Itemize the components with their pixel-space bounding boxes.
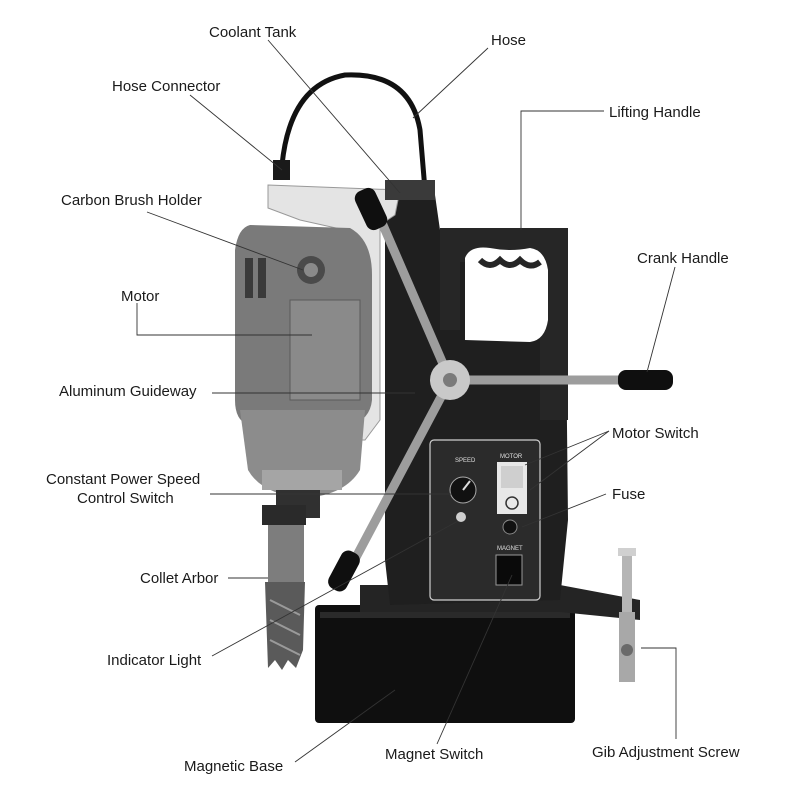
collet-arbor — [262, 490, 320, 585]
motor — [235, 225, 372, 425]
labels: Coolant Tank Hose Hose Connector Lifting… — [46, 24, 740, 775]
label-hose-connector: Hose Connector — [112, 78, 220, 95]
label-constant-power-speed-line1: Constant Power Speed — [46, 471, 200, 488]
label-coolant-tank: Coolant Tank — [209, 24, 297, 41]
control-panel: SPEED MOTOR MAGNET — [429, 439, 541, 601]
label-fuse: Fuse — [612, 486, 645, 503]
fuse — [502, 519, 518, 535]
label-motor: Motor — [121, 288, 159, 305]
crank-handle — [328, 187, 673, 592]
label-indicator-light: Indicator Light — [107, 652, 202, 669]
label-carbon-brush-holder: Carbon Brush Holder — [61, 192, 202, 209]
leader-lines — [136, 39, 677, 763]
label-aluminum-guideway: Aluminum Guideway — [59, 383, 197, 400]
hose — [279, 72, 428, 191]
magnetic-base — [315, 605, 575, 723]
label-hose: Hose — [491, 32, 526, 49]
coolant-tank — [385, 180, 435, 200]
magnetic-drill-illustration: SPEED MOTOR MAGNET — [235, 72, 673, 723]
label-magnet-switch: Magnet Switch — [385, 746, 483, 763]
label-motor-switch: Motor Switch — [612, 425, 699, 442]
label-collet-arbor: Collet Arbor — [140, 570, 218, 587]
panel-motor-label: MOTOR — [500, 454, 523, 460]
lifting-handle — [440, 228, 568, 420]
label-magnetic-base: Magnetic Base — [184, 758, 283, 775]
panel-magnet-label: MAGNET — [497, 546, 523, 552]
label-constant-power-speed-line2: Control Switch — [77, 490, 174, 507]
magnet-switch[interactable] — [495, 554, 523, 586]
indicator-light — [456, 512, 466, 522]
gib-adjustment-screw — [618, 548, 636, 682]
annular-cutter — [265, 582, 305, 670]
label-gib-adjustment-screw: Gib Adjustment Screw — [592, 744, 740, 761]
label-lifting-handle: Lifting Handle — [609, 104, 701, 121]
panel-speed-label: SPEED — [455, 458, 476, 464]
label-crank-handle: Crank Handle — [637, 250, 729, 267]
